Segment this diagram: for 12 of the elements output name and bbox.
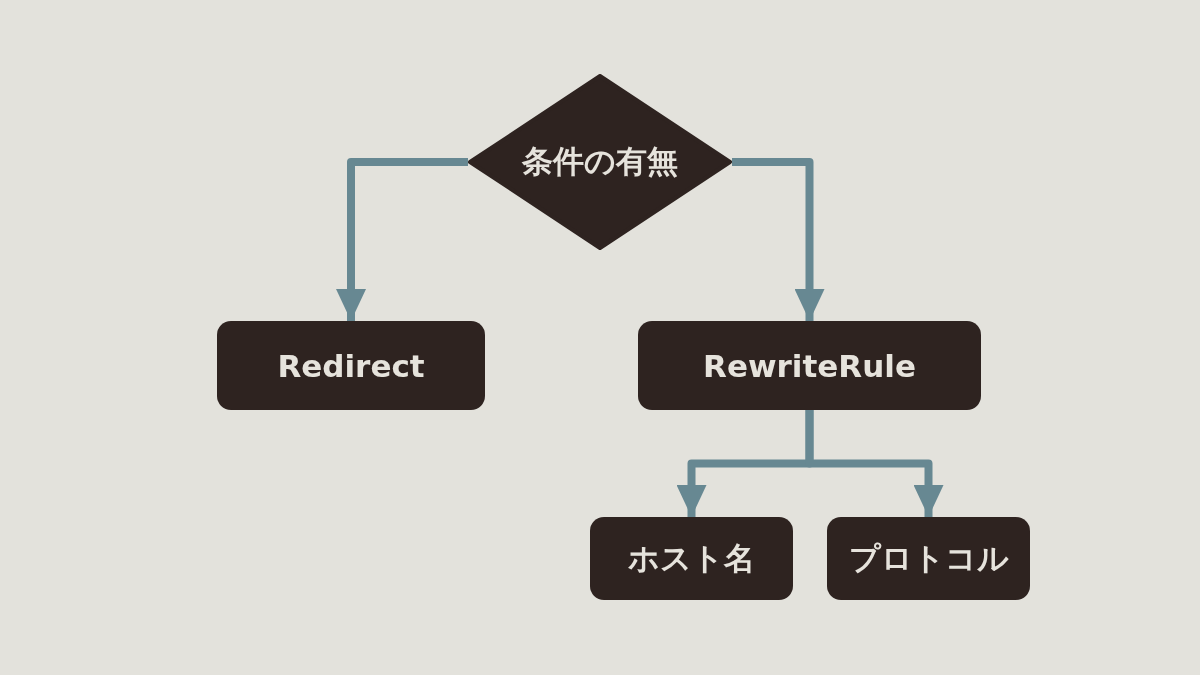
process-box [217,321,485,410]
arrow [732,158,825,321]
process-label: RewriteRule [703,347,916,384]
process-box [827,517,1030,600]
arrow [336,158,468,321]
arrow [805,410,944,517]
decision-label: 条件の有無 [522,142,678,181]
process-label: プロトコル [848,538,1009,578]
process-label: ホスト名 [628,538,755,578]
process-label: Redirect [277,347,425,384]
process-box [590,517,793,600]
process-box [638,321,981,410]
